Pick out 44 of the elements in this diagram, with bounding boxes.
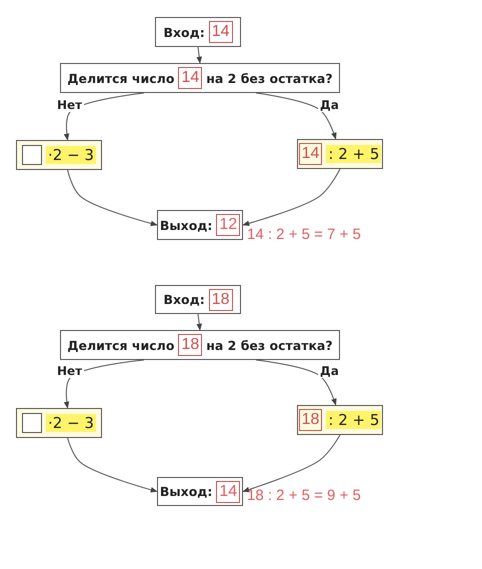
answer-number: 12	[216, 214, 240, 236]
arrow	[196, 46, 202, 64]
input-number: 14	[178, 67, 202, 89]
input-number: 18	[178, 334, 202, 356]
handwritten-calculation: 14 : 2 + 5 = 7 + 5	[247, 226, 361, 243]
edge-label: Да	[318, 98, 341, 112]
formula-text: ·2 − 3	[46, 146, 96, 164]
decision-box	[60, 63, 340, 93]
arrow	[256, 92, 337, 140]
edge-label: Да	[318, 364, 341, 378]
input-number: 18	[298, 409, 322, 431]
box-label: Вход:	[163, 24, 205, 40]
formula-box	[16, 140, 102, 170]
arrow	[242, 168, 340, 226]
arrow	[256, 360, 337, 406]
process-box	[155, 17, 241, 47]
input-number: 14	[208, 21, 233, 43]
edge-label: Нет	[55, 98, 84, 112]
arrow	[67, 170, 158, 226]
question-text: на 2 без остатка?	[206, 338, 333, 352]
arrow	[242, 434, 340, 492]
process-box	[157, 210, 243, 240]
formula-box	[16, 408, 102, 438]
handwritten-calculation: 18 : 2 + 5 = 9 + 5	[247, 487, 361, 504]
question-text: Делится число	[67, 338, 174, 352]
input-number: 14	[298, 143, 322, 165]
process-box	[157, 477, 243, 506]
decision-box	[60, 330, 340, 360]
box-label: Выход:	[160, 218, 212, 232]
box-label: Вход:	[163, 292, 205, 307]
answer-number: 14	[216, 480, 240, 502]
formula-text: : 2 + 5	[326, 145, 382, 163]
arrow	[67, 438, 158, 493]
formula-text: : 2 + 5	[326, 411, 382, 429]
input-number: 18	[208, 288, 233, 310]
process-box	[155, 285, 241, 314]
arrow	[196, 314, 202, 331]
question-text: Делится число	[67, 70, 174, 86]
edge-label: Нет	[55, 364, 84, 378]
formula-box	[297, 139, 383, 169]
box-label: Выход:	[160, 484, 212, 499]
formula-text: ·2 − 3	[46, 414, 96, 432]
formula-box	[297, 405, 383, 435]
question-text: на 2 без остатка?	[206, 70, 333, 86]
